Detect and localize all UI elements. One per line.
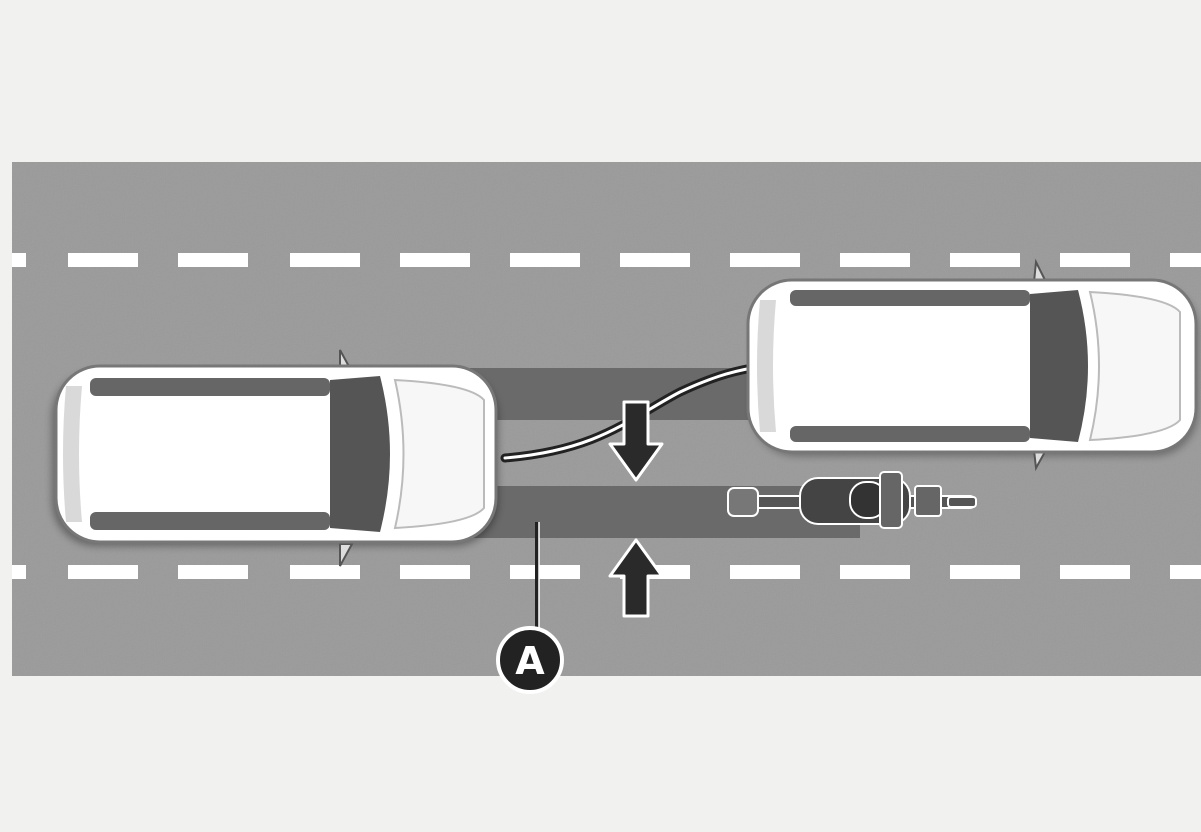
callout-label: A [515,639,545,683]
down-arrow-icon [608,400,664,482]
lane-marking-top [12,253,1201,267]
up-arrow-icon [608,538,664,618]
preceding-vehicle [746,258,1198,472]
callout-a: A [496,522,564,694]
lane-marking-bottom [12,565,1201,579]
own-vehicle [52,349,498,567]
cyclist [727,471,977,529]
steering-path [500,363,757,463]
